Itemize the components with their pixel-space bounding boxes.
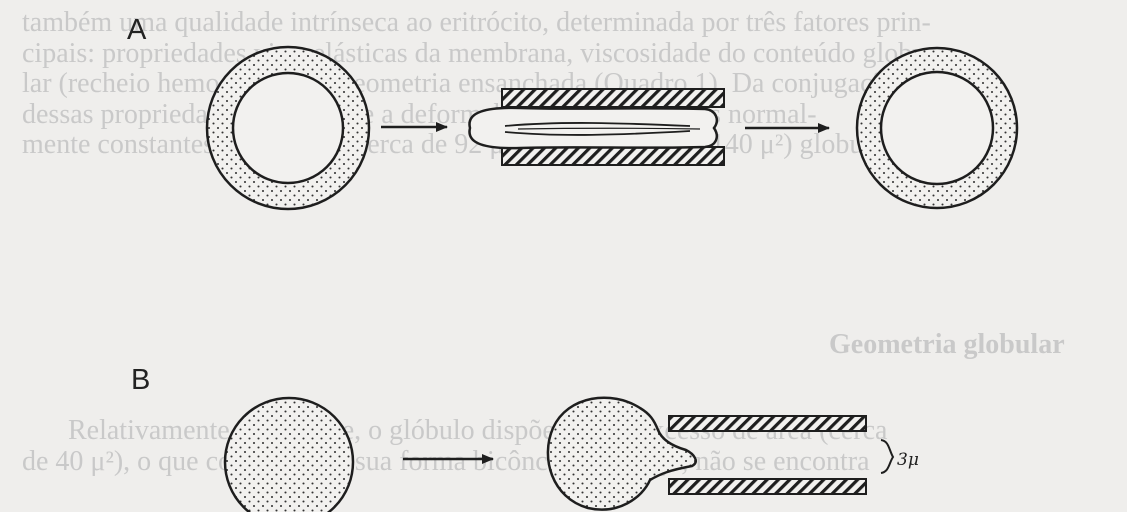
capillary-wall-top (502, 89, 724, 107)
capillary-wall-bottom-b (669, 479, 866, 494)
gap-annotation: 3μ (897, 450, 919, 470)
gap-bracket: 3μ (881, 440, 919, 473)
erythrocyte-ring-after (857, 48, 1017, 208)
spherocyte-before (225, 398, 353, 512)
deformed-erythrocyte (469, 108, 716, 148)
capillary-wall-bottom (502, 147, 724, 165)
panel-a-label: A (127, 14, 146, 47)
panel-a (207, 47, 1017, 209)
erythrocyte-ring-before (207, 47, 369, 209)
capillary-wall-top-b (669, 416, 866, 431)
panel-b-label: B (131, 364, 150, 397)
panel-b: 3μ (225, 398, 919, 512)
